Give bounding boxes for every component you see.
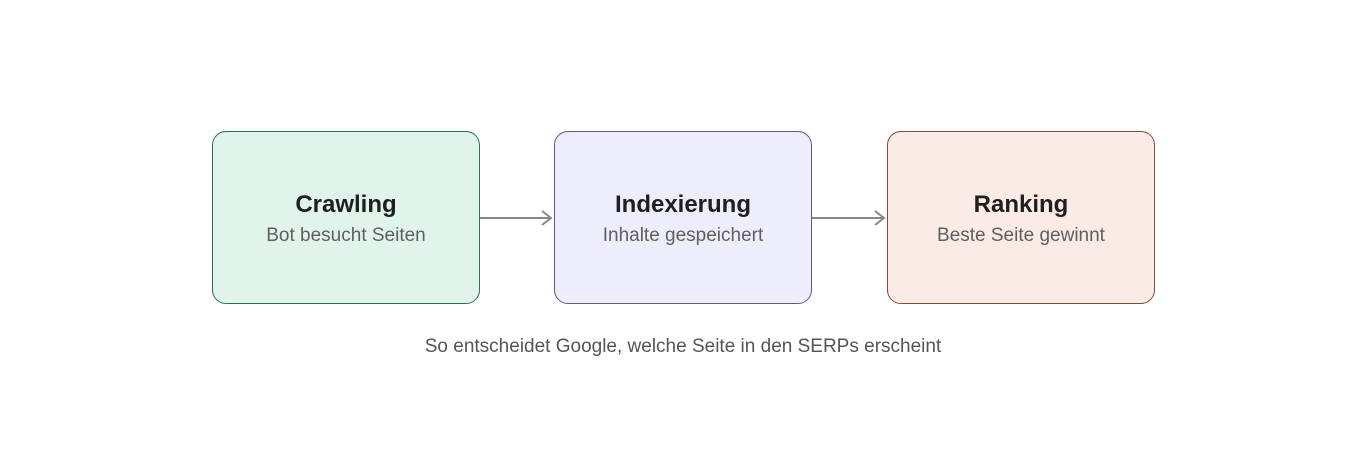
- step-subtitle: Inhalte gespeichert: [602, 225, 764, 246]
- step-subtitle: Beste Seite gewinnt: [937, 225, 1105, 246]
- step-ranking-box: Ranking Beste Seite gewinnt: [887, 131, 1155, 304]
- step-title: Indexierung: [614, 191, 752, 218]
- step-indexierung-box: Indexierung Inhalte gespeichert: [554, 131, 812, 304]
- step-title: Crawling: [295, 191, 397, 218]
- arrow-right-icon: [480, 210, 553, 226]
- arrow-right-icon: [812, 210, 886, 226]
- step-title: Ranking: [973, 191, 1069, 218]
- step-crawling-box: Crawling Bot besucht Seiten: [212, 131, 480, 304]
- diagram-caption: So entscheidet Google, welche Seite in d…: [424, 336, 942, 357]
- step-subtitle: Bot besucht Seiten: [266, 225, 426, 246]
